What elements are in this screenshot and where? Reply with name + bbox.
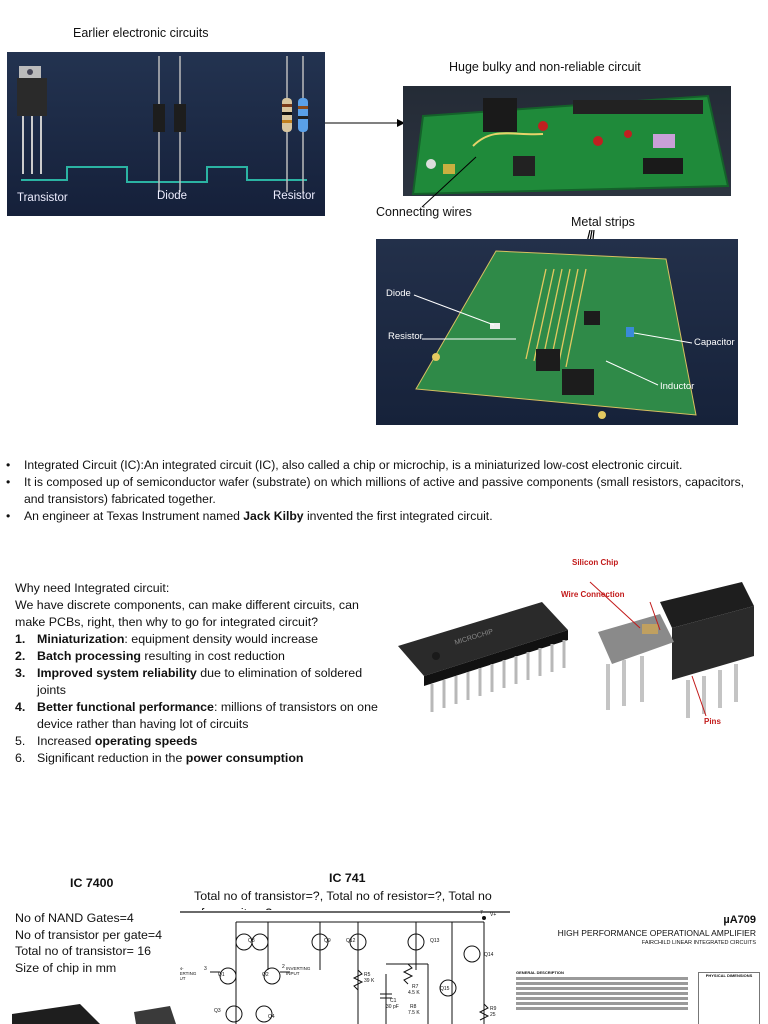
noninverting-input-label: NON-INVERTING INPUT (180, 966, 197, 981)
datasheet-part: µA709 (723, 914, 756, 926)
pin3-label: 3 (204, 966, 207, 972)
r5-value: 39 K (364, 978, 375, 984)
bullet-item: •It is composed up of semiconductor wafe… (6, 475, 745, 506)
why-integrated-circuit: Why need Integrated circuit: We have dis… (15, 580, 385, 767)
pointer-line (421, 156, 477, 208)
why-question: We have discrete components, can make di… (15, 598, 359, 629)
pin7-label: 7 (480, 910, 483, 916)
discrete-components-illustration (17, 56, 308, 192)
r9-value: 25 (490, 1012, 496, 1018)
bulky-circuit-image (403, 86, 731, 196)
q13-label: Q13 (430, 938, 440, 944)
silicon-die-label: ​ (106, 1002, 132, 1020)
q1-label: Q1 (218, 972, 225, 978)
r8-value: 7.5 K (408, 1010, 420, 1016)
ic741-title: IC 741 (329, 871, 366, 885)
q14-label: Q14 (484, 952, 494, 958)
list-item: 3.Improved system reliability due to eli… (15, 666, 363, 697)
bulky-circuit-title: Huge bulky and non-reliable circuit (449, 60, 641, 74)
pcb-capacitor-label: Capacitor (694, 337, 735, 348)
list-item: 4.Better functional performance: million… (15, 700, 378, 731)
ic7400-title: IC 7400 (70, 876, 114, 890)
ic7400-chip-illustration (12, 1004, 176, 1024)
modern-pcb-image: Diode Resistor Capacitor Inductor (376, 239, 738, 425)
diode-label: Diode (157, 190, 188, 202)
arrow-icon (325, 119, 405, 127)
connecting-wires-label: Connecting wires (376, 205, 472, 219)
r8-label: R8 (410, 1004, 417, 1010)
pin2-label: 2 (282, 964, 285, 970)
metal-strips-label: Metal strips (571, 215, 635, 229)
r7-value: 4.5 K (408, 990, 420, 996)
c1-label: C1 (390, 998, 397, 1004)
vplus-label: V+ (490, 912, 497, 918)
datasheet-title: HIGH PERFORMANCE OPERATIONAL AMPLIFIER (557, 928, 756, 938)
ua709-datasheet-image: µA709 HIGH PERFORMANCE OPERATIONAL AMPLI… (512, 912, 764, 1024)
list-item: 6.Significant reduction in the power con… (15, 751, 304, 765)
q4-label: Q4 (268, 1014, 275, 1020)
ic7400-chip-image: ​ (10, 1000, 178, 1024)
silicon-chip-label: Silicon Chip (572, 558, 619, 567)
q2-label: Q2 (262, 972, 269, 978)
jack-kilby-name: Jack Kilby (243, 509, 304, 523)
c1-value: 30 pF (386, 1004, 399, 1010)
inverting-input-label: INVERTING INPUT (286, 966, 311, 976)
q9-label: Q9 (324, 938, 331, 944)
wire-connection-label: Wire Connection (561, 590, 625, 599)
earlier-circuits-title: Earlier electronic circuits (73, 26, 209, 40)
q15-label: Q15 (440, 986, 450, 992)
bulky-pcb-illustration (411, 94, 730, 196)
discrete-components-image: Transistor Diode Resistor (7, 52, 325, 216)
modern-pcb-illustration (413, 250, 697, 419)
chip-illustration (398, 581, 754, 718)
r9-label: R9 (490, 1006, 497, 1012)
why-heading: Why need Integrated circuit: (15, 581, 170, 595)
r7-label: R7 (412, 984, 419, 990)
chip-image: MICROCHIP Silicon Chip Wire Connection P… (392, 552, 764, 732)
transistor-label: Transistor (17, 192, 68, 204)
ic741-schematic-drawing (180, 911, 510, 1024)
ic7400-details: No of NAND Gates=4 No of transistor per … (15, 911, 163, 975)
pcb-diode-label: Diode (386, 288, 411, 299)
list-item: 2.Batch processing resulting in cost red… (15, 649, 285, 663)
pcb-resistor-label: Resistor (388, 331, 423, 342)
q3-label: Q3 (214, 1008, 221, 1014)
datasheet-description: GENERAL DESCRIPTION (516, 970, 688, 1012)
datasheet-subtitle: FAIRCHILD LINEAR INTEGRATED CIRCUITS (641, 940, 756, 946)
list-item: 5.Increased operating speeds (15, 734, 198, 748)
bullet-item: •An engineer at Texas Instrument named J… (6, 509, 493, 523)
ic741-schematic: NON-INVERTING INPUT INVERTING INPUT Q8 Q… (180, 910, 510, 1024)
r5-label: R5 (364, 972, 371, 978)
pcb-inductor-label: Inductor (660, 381, 695, 392)
list-item: 1.Miniaturization: equipment density wou… (15, 632, 318, 646)
q12-label: Q12 (346, 938, 356, 944)
pins-label: Pins (704, 717, 721, 726)
bullet-item: •Integrated Circuit (IC):An integrated c… (6, 458, 683, 472)
datasheet-dimensions-box: PHYSICAL DIMENSIONS (698, 972, 760, 1024)
ic-definition-bullets: •Integrated Circuit (IC):An integrated c… (6, 457, 764, 525)
q8-label: Q8 (248, 938, 255, 944)
resistor-label: Resistor (273, 190, 316, 202)
